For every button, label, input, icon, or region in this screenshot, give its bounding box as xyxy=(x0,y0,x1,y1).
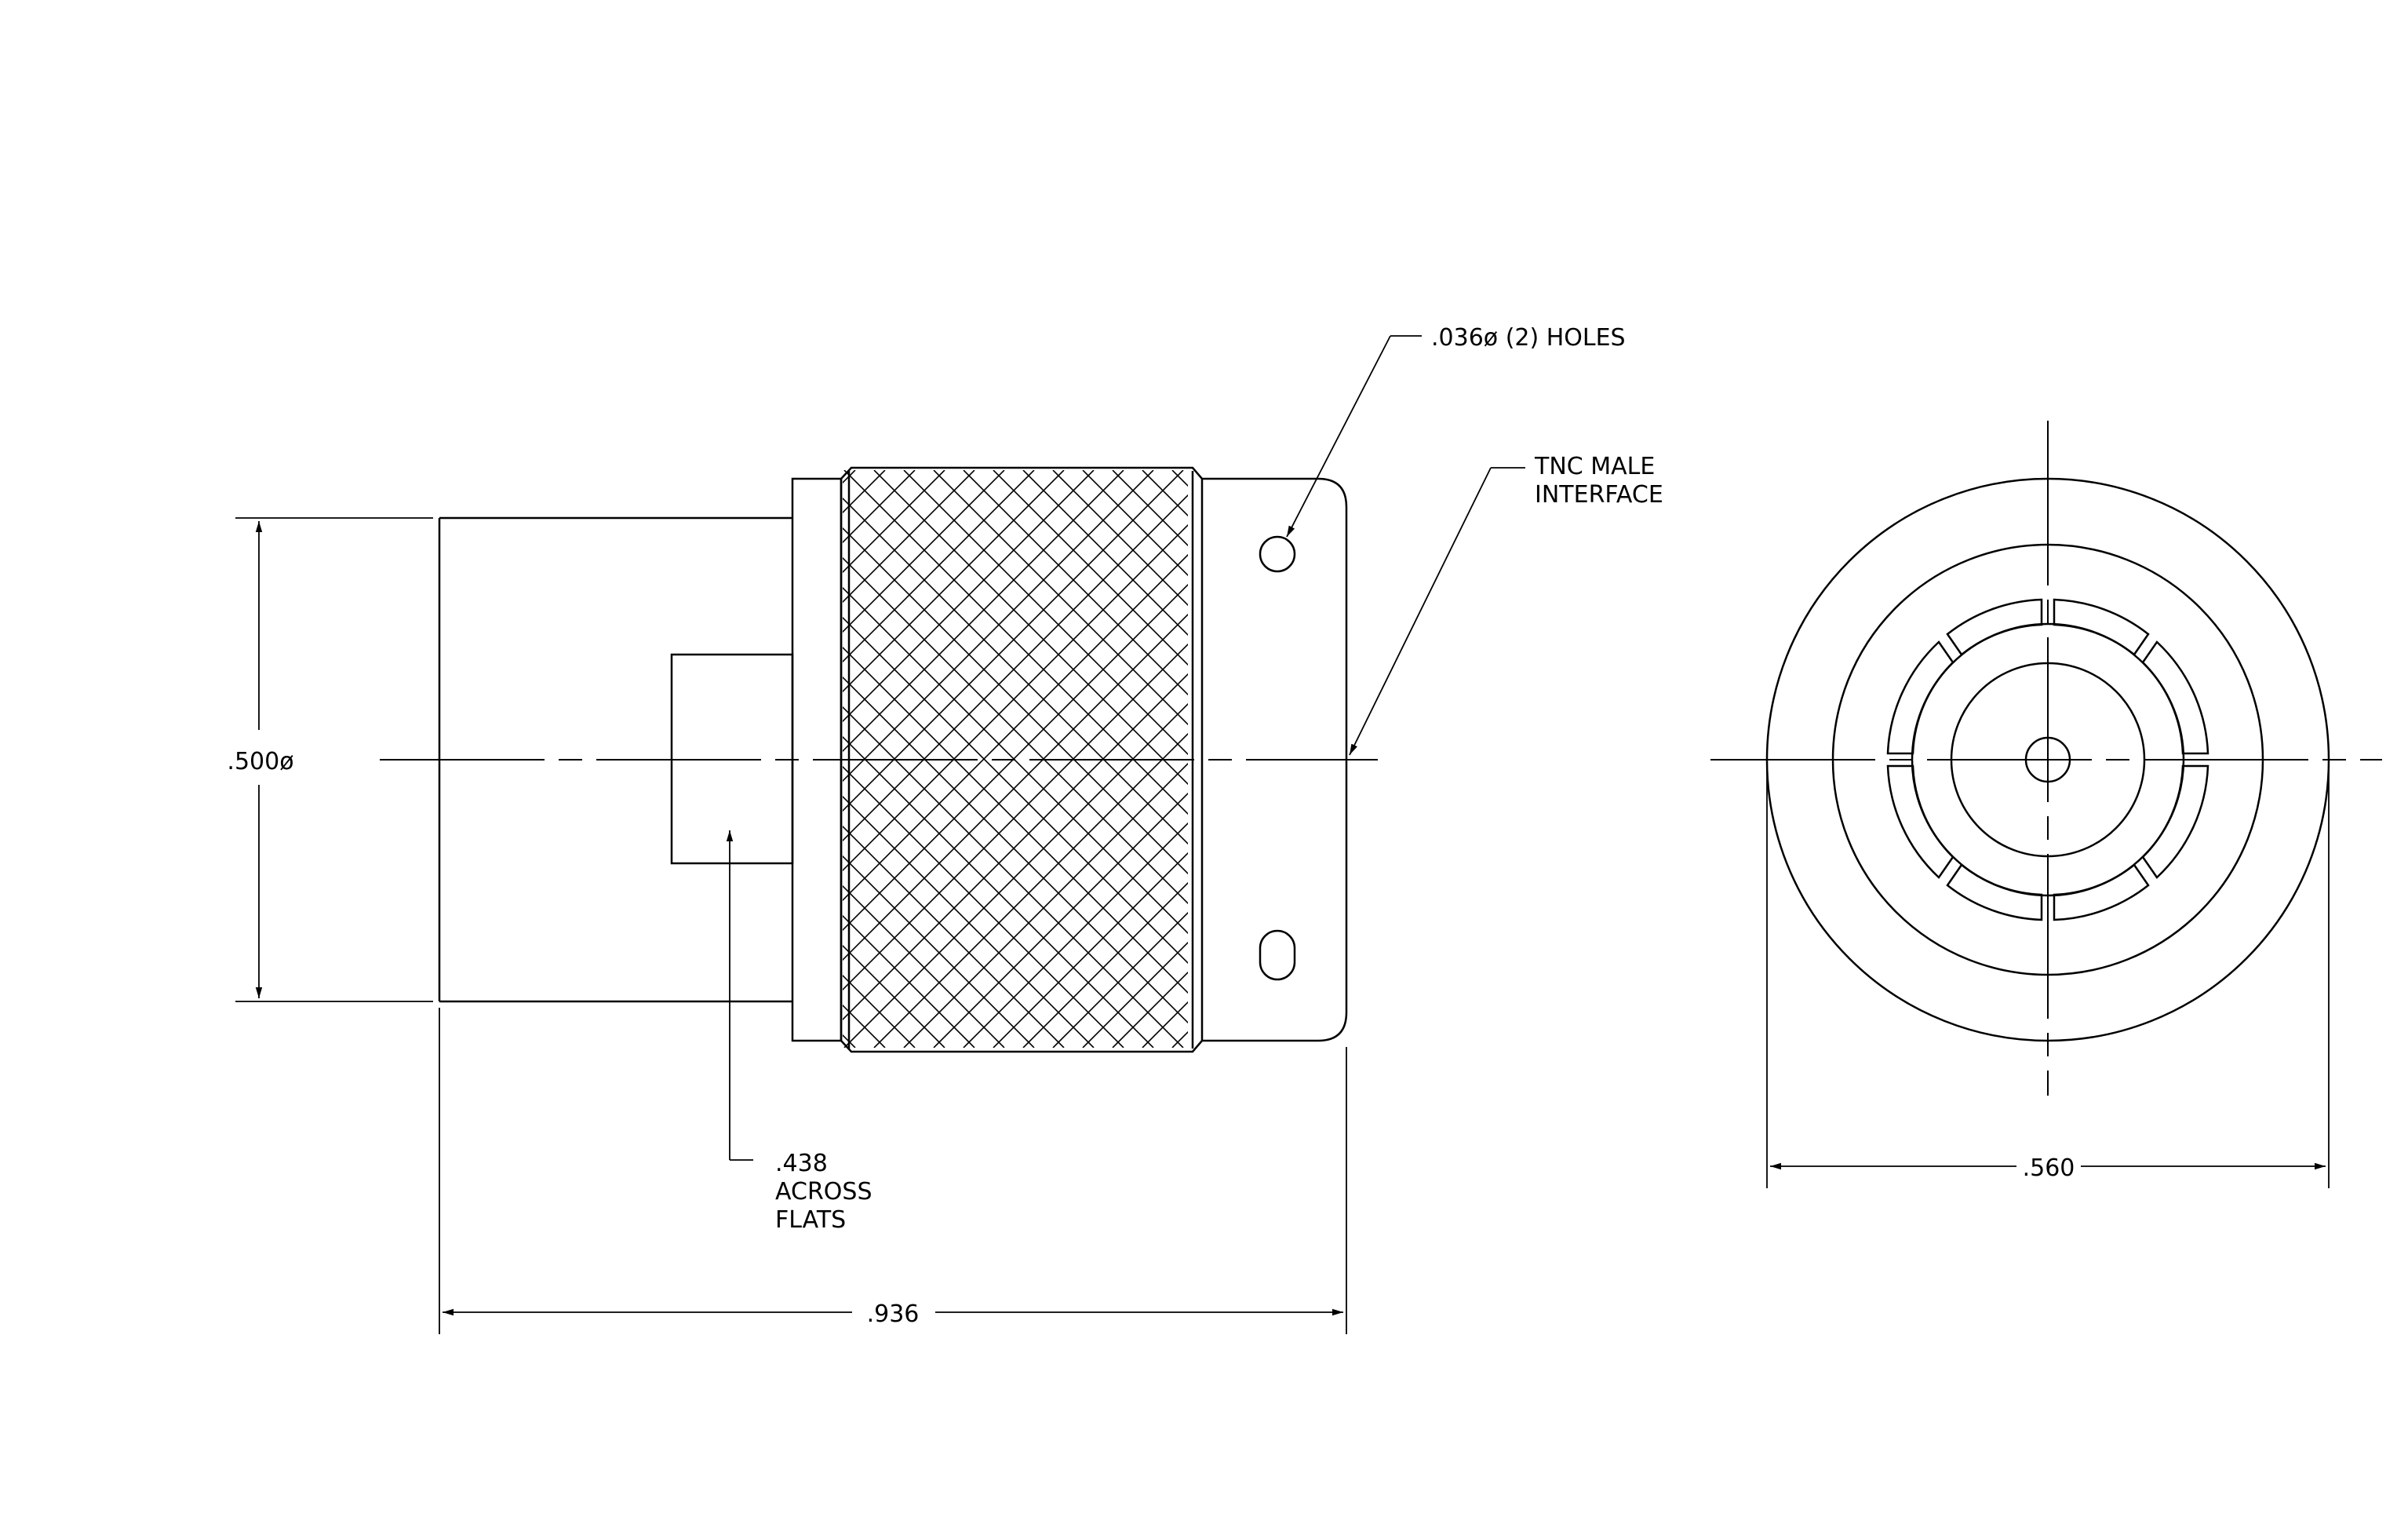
knurl-line xyxy=(1112,470,1188,547)
knurl-line xyxy=(1082,470,1188,577)
knurl-line xyxy=(843,825,1065,1048)
knurl-line xyxy=(1052,470,1188,607)
knurl-line xyxy=(903,470,1188,756)
knurl-line xyxy=(993,852,1188,1048)
knurl-line xyxy=(843,470,1005,633)
holes-label: .036ø (2) HOLES xyxy=(1431,324,1626,352)
knurl-line xyxy=(1022,470,1188,636)
knurl-line xyxy=(843,765,1124,1048)
knurl-line xyxy=(843,470,945,574)
knurl-line xyxy=(843,795,1095,1048)
knurl-line xyxy=(843,855,1035,1048)
hole-bottom-slot xyxy=(1259,929,1296,981)
knurl-line xyxy=(1082,941,1188,1048)
knurl-line xyxy=(843,470,975,604)
knurl-line xyxy=(963,470,1188,696)
knurl-line xyxy=(843,470,1095,723)
diameter-label: .500ø xyxy=(227,748,293,775)
knurl-line xyxy=(843,944,945,1048)
end-diameter-label: .560 xyxy=(2023,1154,2075,1182)
knurl-line xyxy=(933,470,1188,726)
knurl-line xyxy=(843,914,975,1048)
flats-label-2: ACROSS xyxy=(775,1178,872,1205)
flats-label-1: .438 xyxy=(775,1150,828,1177)
diameter-dimension: .500ø xyxy=(227,517,433,1002)
knurl-line xyxy=(843,470,1065,693)
length-label: .936 xyxy=(867,1300,920,1328)
knurl-line xyxy=(843,553,1188,902)
holes-callout: .036ø (2) HOLES xyxy=(1286,324,1626,538)
side-view xyxy=(380,466,1378,1053)
knurl-line xyxy=(843,470,1124,753)
knurl-line xyxy=(933,792,1188,1048)
knurl-line xyxy=(1022,881,1188,1048)
knurl-line xyxy=(843,885,1005,1048)
end-view xyxy=(1710,421,2382,1096)
interface-label-2: INTERFACE xyxy=(1535,481,1663,509)
knurl-line xyxy=(1112,971,1188,1048)
knurl-line xyxy=(903,762,1188,1048)
interface-label-1: TNC MALE xyxy=(1534,453,1655,480)
interface-callout: TNC MALE INTERFACE xyxy=(1349,453,1663,756)
length-dimension: .936 xyxy=(439,1008,1347,1334)
knurl-line xyxy=(843,470,1035,663)
flats-label-3: FLATS xyxy=(775,1206,846,1234)
flats-dimension: .438 ACROSS FLATS xyxy=(726,830,872,1234)
knurl-line xyxy=(1052,911,1188,1048)
end-diameter-dimension: .560 xyxy=(1766,769,2330,1188)
knurl-line xyxy=(993,470,1188,666)
knurl-line xyxy=(963,822,1188,1048)
hole-top xyxy=(1259,535,1296,573)
